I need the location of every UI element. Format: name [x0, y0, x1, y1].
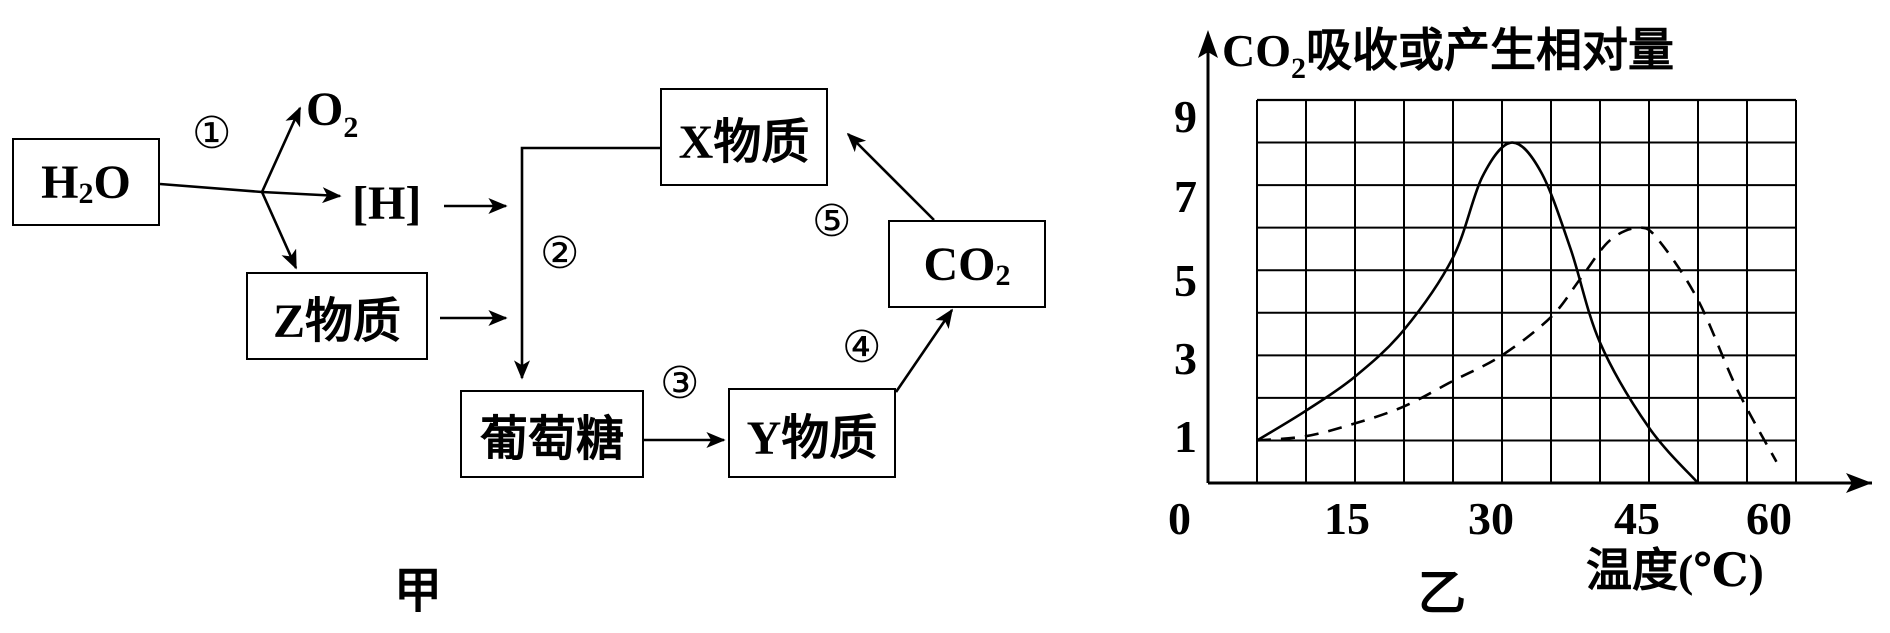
h-label: [H] [352, 177, 422, 230]
h2o-main: H [41, 155, 79, 209]
y-tick-label: 9 [1174, 91, 1197, 142]
o2-label: O2 [306, 83, 358, 143]
glucose-label: 葡萄糖 [479, 413, 624, 466]
x-tick-label: 60 [1746, 493, 1792, 544]
co2-to-x-arrow [846, 132, 935, 221]
co2-sub: 2 [995, 259, 1011, 292]
co2-main: CO [923, 237, 996, 291]
branch-to-z-arrow [260, 191, 298, 270]
step-3-marker: ③ [660, 358, 700, 409]
chart-curves [1256, 141, 1778, 484]
y-tick-label: 1 [1174, 411, 1197, 462]
o2-main: O [306, 83, 344, 136]
h2o-to-branch-line [159, 182, 263, 194]
x-tick-label: 45 [1614, 493, 1660, 544]
step-1-marker: ① [192, 108, 232, 159]
branch-to-h-arrow [261, 187, 342, 204]
step-4-marker: ④ [842, 322, 882, 373]
x-axis-label: 温度(℃) [1586, 545, 1764, 596]
y-axis-label: CO2吸收或产生相对量 [1222, 25, 1674, 84]
x-tick-label: 15 [1324, 493, 1370, 544]
branch-to-o2-arrow [260, 106, 302, 193]
y-axis-label-main: CO [1222, 25, 1291, 76]
y-tick-label: 5 [1174, 255, 1197, 306]
y-axis-arrowhead [1198, 30, 1218, 58]
origin-tick-label: 0 [1168, 493, 1191, 544]
step-5-marker: ⑤ [812, 196, 852, 247]
diagram-caption: 甲 [394, 565, 443, 618]
x-to-glucose-arrow [514, 146, 660, 380]
chart-axes [1198, 30, 1872, 493]
chart-grid [1256, 98, 1797, 483]
y-substance-box: Y物质 [728, 388, 896, 478]
step-2-marker: ② [540, 228, 580, 279]
y-substance-label: Y物质 [746, 412, 878, 465]
glucose-box: 葡萄糖 [460, 390, 644, 478]
z-substance-label: Z物质 [272, 295, 402, 348]
y-to-co2-arrow [894, 308, 954, 393]
y-axis-label-sub: 2 [1291, 52, 1306, 85]
chart-caption: 乙 [1418, 567, 1467, 620]
dashed-series-line [1256, 226, 1778, 463]
h2o-tail: O [93, 155, 131, 209]
x-tick-label: 30 [1468, 493, 1514, 544]
y-tick-label: 3 [1174, 333, 1197, 384]
solid-series-line [1256, 141, 1699, 484]
x-substance-label: X物质 [678, 116, 810, 169]
z-substance-box: Z物质 [246, 272, 428, 360]
y-tick-label: 7 [1174, 171, 1197, 222]
x-axis-arrowhead [1846, 473, 1872, 493]
h2o-sub: 2 [78, 177, 94, 210]
y-axis-label-tail: 吸收或产生相对量 [1306, 25, 1674, 76]
o2-sub: 2 [343, 111, 359, 144]
x-substance-box: X物质 [660, 88, 828, 186]
